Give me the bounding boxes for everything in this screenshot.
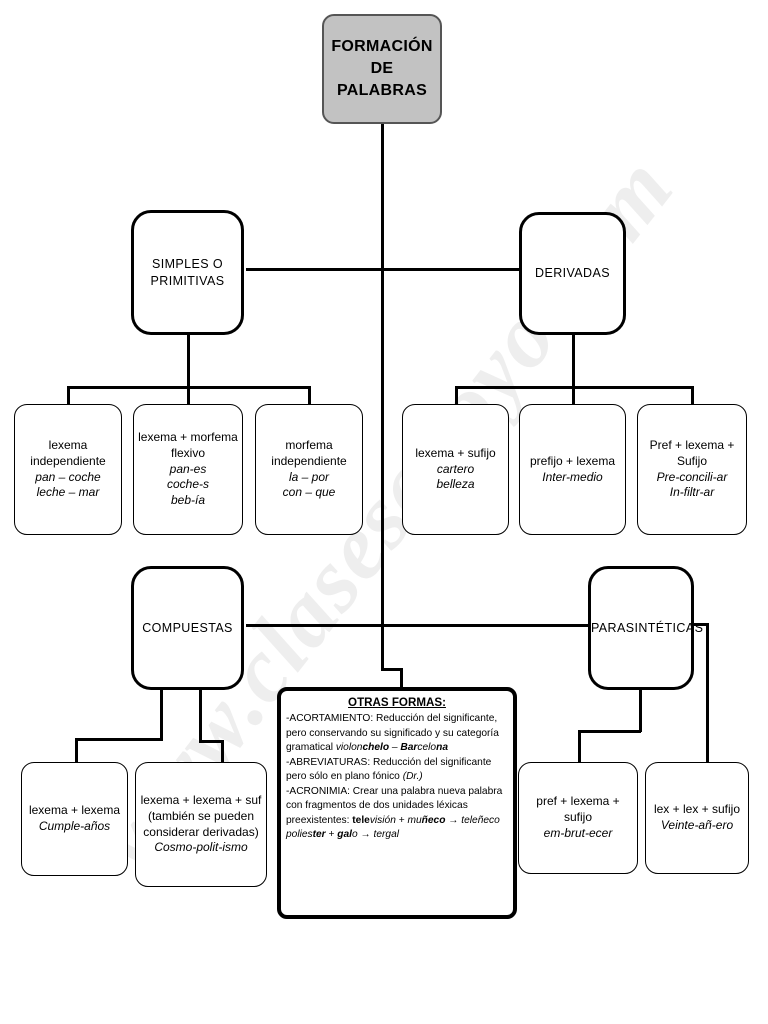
- root-label-line-2: DE: [370, 59, 394, 77]
- note-item-acronimia-extra: poliester + galo → tergal: [286, 829, 400, 841]
- connector-simples-drop-1: [67, 386, 70, 406]
- node-simples-o-primitivas[interactable]: SIMPLES O PRIMITIVAS: [131, 210, 244, 335]
- connector-trunk-lower: [381, 268, 384, 626]
- leaf-example: Veinte-añ-ero: [660, 818, 734, 832]
- connector-compuestas-stem-b: [199, 690, 202, 742]
- connector-simples-drop-2: [187, 386, 190, 406]
- leaf-example: Cumple-años: [38, 819, 111, 833]
- leaf-example: em-brut-ecer: [543, 825, 613, 840]
- node-derivadas[interactable]: DERIVADAS: [519, 212, 626, 335]
- node-parasinteticas[interactable]: PARASINTÉTICAS: [588, 566, 704, 690]
- leaf-line: independiente: [30, 453, 106, 468]
- note-item-acronimia: -ACRONIMIA: Crear una palabra nueva pala…: [286, 785, 503, 826]
- connector-simples-stem: [187, 335, 190, 388]
- leaf-example: cartero: [436, 461, 475, 476]
- leaf-line: lexema + sufijo: [415, 445, 496, 460]
- compuestas-label-line-1: COMPUESTAS: [142, 620, 233, 635]
- node-morfema-independiente[interactable]: morfema independiente la – por con – que: [255, 404, 363, 535]
- leaf-example: beb-ía: [170, 493, 206, 508]
- note-item-acortamiento: -ACORTAMIENTO: Reducción del significant…: [286, 713, 499, 754]
- connector-root-bus: [246, 268, 524, 271]
- leaf-line: lex + lex + sufijo: [653, 802, 741, 817]
- connector-parasinteticas-stem-a: [639, 690, 642, 732]
- leaf-example: Inter-medio: [542, 469, 603, 484]
- connector-simples-drop-3: [308, 386, 311, 406]
- leaf-example: pan – coche: [35, 469, 101, 484]
- node-lexema-independiente[interactable]: lexema independiente pan – coche leche –…: [14, 404, 122, 535]
- leaf-line: lexema + lexema + suf: [140, 792, 262, 807]
- root-label-line-1: FORMACIÓN: [331, 37, 433, 55]
- connector-compuestas-jog-b: [199, 740, 223, 743]
- node-root-formacion-de-palabras[interactable]: FORMACIÓN DE PALABRAS: [322, 14, 442, 124]
- leaf-line: flexivo: [170, 445, 205, 460]
- leaf-line: morfema: [285, 437, 333, 452]
- leaf-line: considerar derivadas): [143, 824, 259, 839]
- leaf-line: lexema + lexema: [28, 803, 121, 818]
- leaf-example: In-filtr-ar: [669, 485, 715, 500]
- connector-compuestas-drop-b: [221, 740, 224, 764]
- derivadas-label-line-1: DERIVADAS: [535, 266, 610, 281]
- connector-derivadas-drop-2: [572, 386, 575, 406]
- simples-label-line-1: SIMPLES O: [152, 257, 223, 271]
- leaf-line: independiente: [271, 453, 347, 468]
- leaf-line: pref + lexema + sufijo: [536, 794, 620, 825]
- node-lexema-lexema-suf[interactable]: lexema + lexema + suf (también se pueden…: [135, 762, 267, 887]
- node-compuestas[interactable]: COMPUESTAS: [131, 566, 244, 690]
- connector-root-stem: [381, 124, 384, 270]
- node-otras-formas[interactable]: OTRAS FORMAS: -ACORTAMIENTO: Reducción d…: [277, 687, 517, 919]
- node-pref-lexema-sufijo-parasintetica[interactable]: pref + lexema + sufijo em-brut-ecer: [518, 762, 638, 874]
- node-lexema-morfema-flexivo[interactable]: lexema + morfema flexivo pan-es coche-s …: [133, 404, 243, 535]
- leaf-example: la – por: [288, 469, 330, 484]
- leaf-example: Pre-concili-ar: [656, 469, 728, 484]
- node-lexema-lexema[interactable]: lexema + lexema Cumple-años: [21, 762, 128, 876]
- leaf-line: lexema + morfema: [138, 429, 238, 444]
- connector-derivadas-drop-3: [691, 386, 694, 406]
- connector-parasinteticas-drop-a: [578, 730, 581, 764]
- connector-compuestas-jog-a: [75, 738, 163, 741]
- leaf-line: Pref + lexema +: [649, 437, 735, 452]
- leaf-example: con – que: [282, 485, 336, 500]
- leaf-line: (también se pueden: [147, 808, 255, 823]
- connector-note-jog: [381, 668, 403, 671]
- connector-derivadas-drop-1: [455, 386, 458, 406]
- node-lex-lex-sufijo[interactable]: lex + lex + sufijo Veinte-añ-ero: [645, 762, 749, 874]
- note-item-abreviaturas: -ABREVIATURAS: Reducción del significant…: [286, 756, 492, 783]
- leaf-line: Sufijo: [676, 453, 708, 468]
- leaf-line: prefijo + lexema: [529, 453, 616, 468]
- parasinteticas-label-line-1: PARASINTÉTICAS: [591, 620, 704, 635]
- leaf-example: leche – mar: [36, 485, 100, 500]
- connector-derivadas-stem: [572, 335, 575, 388]
- connector-note-stem: [381, 624, 384, 671]
- connector-note-drop: [400, 668, 403, 690]
- leaf-example: Cosmo-polit-ismo: [154, 840, 248, 855]
- node-prefijo-lexema[interactable]: prefijo + lexema Inter-medio: [519, 404, 626, 535]
- connector-compuestas-drop-a: [75, 738, 78, 764]
- root-label-line-3: PALABRAS: [336, 82, 428, 100]
- leaf-example: belleza: [436, 477, 475, 492]
- connector-parasinteticas-jog-a: [578, 730, 641, 733]
- note-title: OTRAS FORMAS:: [348, 696, 446, 709]
- connector-root-bus-left-drop: [246, 268, 249, 271]
- connector-parasinteticas-drop-b: [706, 623, 709, 766]
- node-lexema-sufijo[interactable]: lexema + sufijo cartero belleza: [402, 404, 509, 535]
- leaf-example: coche-s: [166, 477, 210, 492]
- node-pref-lexema-sufijo[interactable]: Pref + lexema + Sufijo Pre-concili-ar In…: [637, 404, 747, 535]
- simples-label-line-2: PRIMITIVAS: [150, 273, 225, 288]
- leaf-line: lexema: [48, 437, 88, 452]
- leaf-example: pan-es: [169, 461, 207, 476]
- connector-second-bus: [246, 624, 594, 627]
- connector-parasinteticas-jog-b: [693, 623, 709, 626]
- connector-compuestas-stem-a: [160, 690, 163, 740]
